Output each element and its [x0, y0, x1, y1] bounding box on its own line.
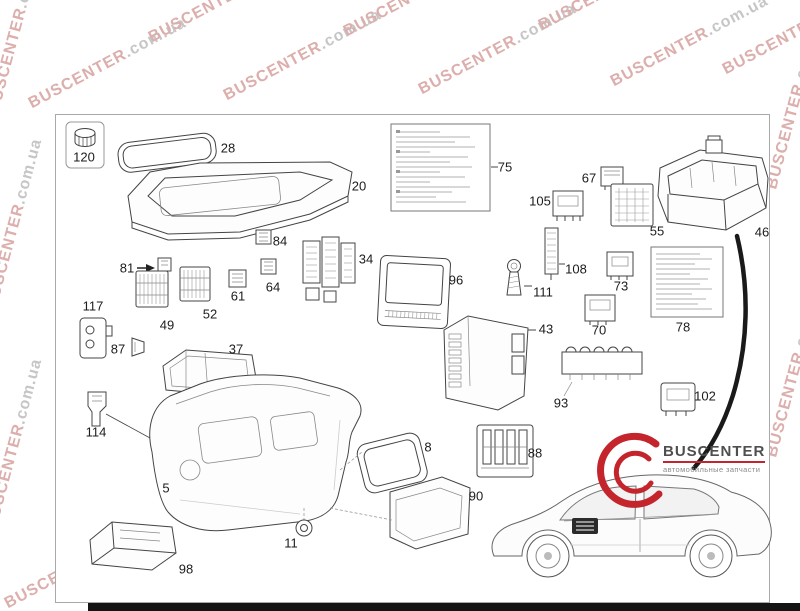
logo-title: BUSCENTER [663, 443, 766, 460]
part-label-49: 49 [159, 317, 175, 333]
part-label-111: 111 [533, 284, 553, 300]
part-label-52: 52 [202, 306, 218, 322]
part-label-78: 78 [675, 319, 691, 335]
watermark: BUSCENTER.com.ua [535, 0, 640, 35]
part-label-88: 88 [527, 445, 543, 461]
watermark: BUSCENTER.com.ua [0, 136, 46, 312]
part-label-84: 84 [272, 233, 288, 249]
diagram-panel [55, 114, 770, 603]
watermark: BUSCENTER.com.ua [607, 0, 772, 91]
part-label-93: 93 [553, 395, 569, 411]
part-label-28: 28 [220, 140, 236, 156]
part-label-20: 20 [351, 178, 367, 194]
watermark: BUSCENTER.com.ua [0, 356, 46, 532]
part-label-46: 46 [754, 224, 770, 240]
part-label-102: 102 [694, 388, 716, 404]
part-label-114: 114 [85, 424, 107, 440]
part-label-70: 70 [591, 322, 607, 338]
part-label-96: 96 [448, 272, 464, 288]
logo-divider [663, 461, 765, 463]
part-label-87: 87 [110, 341, 126, 357]
part-label-64: 64 [265, 279, 281, 295]
part-label-90: 90 [468, 488, 484, 504]
part-label-108: 108 [565, 261, 587, 277]
part-label-73: 73 [613, 278, 629, 294]
part-label-67: 67 [581, 170, 597, 186]
part-label-117: 117 [82, 298, 104, 314]
part-label-37: 37 [228, 341, 244, 357]
part-label-105: 105 [529, 193, 551, 209]
watermark: BUSCENTER.com.ua [340, 0, 445, 41]
logo-subtitle: автомобильные запчасти [663, 465, 761, 474]
part-label-55: 55 [649, 223, 665, 239]
part-label-98: 98 [178, 561, 194, 577]
part-label-34: 34 [358, 251, 374, 267]
part-label-75: 75 [497, 159, 513, 175]
bottom-edge-bar [88, 603, 800, 611]
part-label-5: 5 [162, 480, 170, 496]
part-label-8: 8 [424, 439, 432, 455]
part-label-61: 61 [230, 288, 246, 304]
part-label-120: 120 [73, 149, 95, 165]
part-label-43: 43 [538, 321, 554, 337]
part-label-11: 11 [284, 535, 298, 551]
buscenter-logo: BUSCENTER автомобильные запчасти [663, 443, 765, 474]
part-label-81: 81 [119, 260, 135, 276]
